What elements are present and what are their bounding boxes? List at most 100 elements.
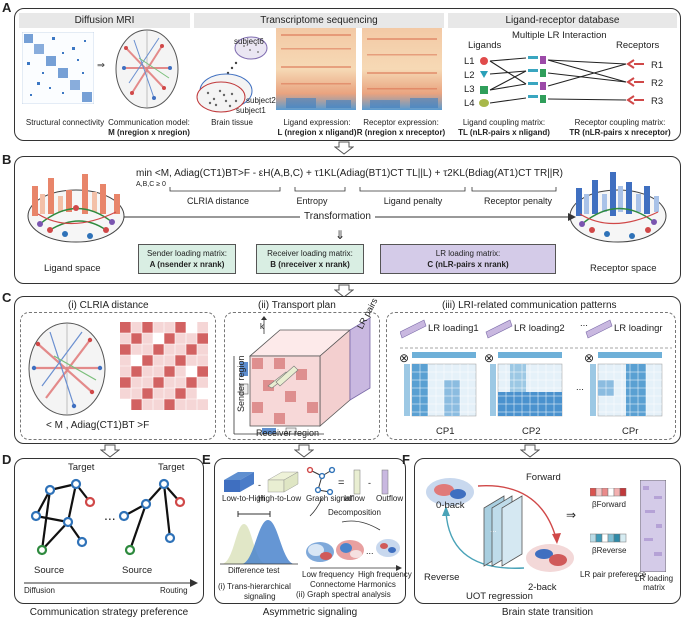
graph-signal-label: Graph signal — [306, 494, 352, 503]
ligand-coupling-label: Ligand coupling matrix: — [462, 118, 546, 127]
lr-title: LR loading matrix: — [435, 249, 501, 258]
panel-letter-c: C — [2, 290, 12, 305]
panel-letter-e: E — [202, 452, 211, 467]
ligand-l3-label: L3 — [464, 84, 475, 95]
ligands-label: Ligands — [468, 40, 502, 51]
double-down-arrow: ⇓ — [335, 228, 346, 242]
low-to-high-label: Low-to-High — [222, 494, 266, 503]
sender-loading-box: Sender loading matrix: A (nsender x nran… — [138, 244, 236, 274]
brain-state-transition-figure: ... — [426, 478, 574, 572]
cp-1: CP1 — [436, 426, 455, 437]
lr-interaction-network — [479, 56, 644, 107]
target-label-left: Target — [68, 462, 95, 473]
k-label: k — [260, 322, 264, 331]
receptor-r2-label: R2 — [651, 78, 664, 89]
ligand-l4-label: L4 — [464, 98, 475, 109]
source-label-right: Source — [122, 565, 153, 576]
connectome-harmonics-label: Connectome Harmonics — [310, 580, 396, 589]
c-title-transport: (ii) Transport plan — [258, 300, 336, 311]
svg-text:-: - — [368, 478, 371, 488]
svg-text:=: = — [338, 477, 344, 489]
beta-forward-label: βForward — [592, 500, 626, 509]
sub-i2-label: signaling — [244, 592, 276, 601]
sub-i-label: (i) Trans-hierarchical — [218, 582, 291, 591]
term-clria-distance: CLRIA distance — [186, 196, 250, 206]
beta-vectors — [590, 488, 627, 543]
receptor-space-brain — [569, 172, 667, 243]
difference-test-label: Difference test — [228, 566, 280, 575]
inflow-label: Inflow — [344, 494, 365, 503]
panel-letter-f: F — [402, 452, 410, 467]
cp-r: CPr — [622, 426, 639, 437]
ligand-expression-heatmap — [276, 28, 356, 110]
panel-f-caption: Brain state transition — [501, 607, 594, 618]
down-arrow-cf — [520, 444, 540, 458]
beta-reverse-label: βReverse — [592, 546, 627, 555]
receptor-space-label: Receptor space — [590, 263, 657, 274]
structural-connectivity-matrix — [22, 32, 94, 104]
term-receptor-penalty: Receptor penalty — [483, 196, 553, 206]
diffusion-label: Diffusion — [24, 586, 55, 595]
asymmetric-signaling-figure: - = - ... — [220, 466, 402, 571]
sub-ii-label: (ii) Graph spectral analysis — [296, 590, 391, 599]
clria-distance-box — [20, 312, 216, 440]
brain-tissue-label: Brain tissue — [211, 118, 253, 127]
receptors-label: Receptors — [616, 40, 660, 51]
receptor-r1-label: R1 — [651, 60, 664, 71]
cp-ellipsis: ... — [576, 382, 584, 393]
header-transcriptome: Transcriptome sequencing — [194, 13, 444, 28]
receiver-region-label: Receiver region — [256, 428, 320, 438]
transformation-label: Transformation — [300, 211, 375, 222]
receptor-r3-label: R3 — [651, 96, 664, 107]
implies-arrow: ⇒ — [97, 60, 105, 71]
lr-pair-preference-label: LR pair preference — [580, 570, 647, 579]
cp-2: CP2 — [522, 426, 541, 437]
subject1-label: subject1 — [236, 106, 266, 115]
lr-loading-r: LR loadingr — [614, 323, 663, 334]
high-to-low-label: High-to-Low — [258, 494, 302, 503]
svg-text:...: ... — [490, 525, 497, 534]
svg-text:-: - — [258, 480, 261, 490]
down-arrow-ce — [294, 444, 314, 458]
multiple-lr-label: Multiple LR Interaction — [512, 30, 607, 41]
clria-formula: < M , Adiag(CT1)BT >F — [46, 420, 150, 431]
structural-connectivity-label: Structural connectivity — [25, 118, 105, 127]
c-title-lri: (iii) LRI-related communication patterns — [442, 300, 617, 311]
receptor-coupling-label: Receptor coupling matrix: — [574, 118, 666, 127]
sender-title: Sender loading matrix: — [146, 249, 228, 258]
term-ligand-penalty: Ligand penalty — [383, 196, 443, 206]
down-arrow-bc — [334, 284, 354, 298]
lr-dims: C (nLR-pairs x nrank) — [427, 260, 509, 269]
svg-text:...: ... — [366, 546, 374, 556]
tr-dims-label: TR (nLR-pairs x nreceptor) — [569, 128, 671, 137]
header-diffusion-mri: Diffusion MRI — [19, 13, 190, 28]
routing-label: Routing — [160, 586, 188, 595]
communication-model-label: Communication model: — [108, 118, 190, 127]
r-dims-label: R (nregion x nreceptor) — [356, 128, 446, 137]
panel-e-caption: Asymmetric signaling — [262, 607, 358, 618]
subject2-label: subject2 — [246, 96, 276, 105]
svg-text:⊗: ⊗ — [484, 351, 494, 365]
lr-loading-2: LR loading2 — [514, 323, 565, 334]
brain-network-a — [115, 29, 179, 109]
diffusion-routing-axis — [24, 579, 198, 587]
communication-network-graphs: ... — [30, 478, 186, 556]
lri-patterns-box — [386, 312, 676, 440]
objective-underbraces — [169, 187, 557, 192]
ligand-expression-label: Ligand expression: — [283, 118, 351, 127]
tl-dims-label: TL (nLR-pairs x nligand) — [458, 128, 550, 137]
transport-plan-cube — [233, 316, 371, 435]
lr-loading-matrix-f — [640, 480, 666, 572]
lri-patterns-figure: ⊗⊗⊗ — [400, 319, 672, 417]
l-dims-label: L (nregion x nligand) — [277, 128, 357, 137]
receiver-loading-box: Receiver loading matrix: B (nreceiver x … — [256, 244, 364, 274]
term-entropy: Entropy — [296, 196, 328, 206]
brain-tissue-subjects — [196, 36, 268, 113]
sender-region-label: Sender region — [236, 355, 246, 412]
panel-d-caption: Communication strategy preference — [29, 607, 189, 618]
low-frequency-label: Low frequency — [302, 570, 355, 579]
panel-d — [14, 458, 204, 604]
svg-text:⊗: ⊗ — [584, 351, 594, 365]
sender-dims: A (nsender x nrank) — [149, 260, 225, 269]
receptor-expression-heatmap — [362, 28, 442, 110]
